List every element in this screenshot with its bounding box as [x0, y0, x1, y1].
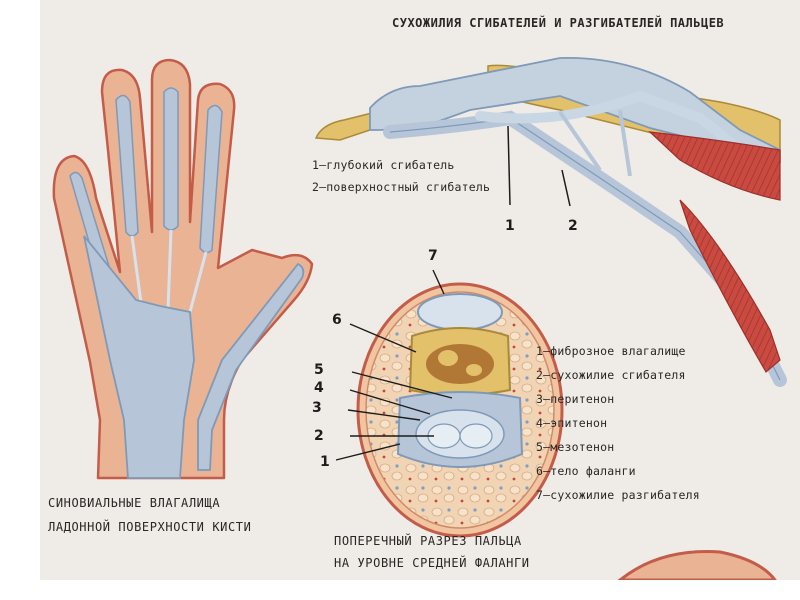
extensor-muscle	[648, 131, 781, 201]
section-number-2: 2	[314, 428, 324, 444]
finger-legend-2: 2—поверхностный сгибатель	[312, 180, 491, 194]
cross-pointer-7	[432, 269, 445, 295]
section-legend-4: 4—эпитенон	[536, 416, 608, 430]
section-caption-line-2: НА УРОВНЕ СРЕДНЕЙ ФАЛАНГИ	[334, 556, 530, 570]
hand-caption-line-2: ЛАДОННОЙ ПОВЕРХНОСТИ КИСТИ	[48, 520, 252, 534]
cross-extensor-tendon	[417, 293, 503, 331]
illustration-canvas	[52, 57, 787, 580]
cross-section-illustration	[335, 269, 564, 538]
cut-off-illustration	[617, 550, 777, 580]
section-number-6: 6	[332, 312, 342, 328]
cross-pointer-4	[349, 389, 431, 415]
cross-pointer-3	[347, 409, 421, 421]
finger-number-1: 1	[505, 218, 515, 234]
section-legend-1: 1—фиброзное влагалище	[536, 344, 686, 358]
finger-number-2: 2	[568, 218, 578, 234]
poster-title: СУХОЖИЛИЯ СГИБАТЕЛЕЙ И РАЗГИБАТЕЛЕЙ ПАЛЬ…	[392, 16, 725, 30]
cross-pointer-5	[351, 371, 453, 399]
section-legend-6: 6—тело фаланги	[536, 464, 636, 478]
anatomy-poster: СУХОЖИЛИЯ СГИБАТЕЛЕЙ И РАЗГИБАТЕЛЕЙ ПАЛЬ…	[40, 0, 800, 580]
hand-illustration	[52, 58, 314, 480]
finger-pointer-2	[561, 169, 571, 207]
cross-pointer-6	[349, 323, 417, 353]
thumb-sheath	[197, 262, 305, 471]
flexor-muscle	[679, 199, 781, 373]
palmar-sheath	[83, 235, 195, 479]
middle-sheath	[163, 87, 179, 231]
section-number-7: 7	[428, 248, 438, 264]
hand-caption-line-1: СИНОВИАЛЬНЫЕ ВЛАГАЛИЩА	[48, 496, 221, 510]
section-number-4: 4	[314, 380, 324, 396]
finger-illustration	[314, 57, 787, 387]
ring-sheath	[199, 104, 223, 254]
section-legend-3: 3—перитенон	[536, 392, 615, 406]
finger-pointer-1	[507, 125, 511, 206]
section-caption-line-1: ПОПЕРЕЧНЫЙ РАЗРЕЗ ПАЛЬЦА	[334, 534, 522, 548]
section-number-3: 3	[312, 400, 322, 416]
cross-pointer-1	[335, 443, 401, 461]
distal-phalanx	[314, 111, 377, 141]
section-legend-5: 5—мезотенон	[536, 440, 615, 454]
finger-legend-1: 1—глубокий сгибатель	[312, 158, 455, 172]
section-number-5: 5	[314, 362, 324, 378]
section-legend-7: 7—сухожилие разгибателя	[536, 488, 700, 502]
index-sheath	[115, 94, 139, 237]
section-number-1: 1	[320, 454, 330, 470]
section-legend-2: 2—сухожилие сгибателя	[536, 368, 686, 382]
superficial-flexor-tendon	[475, 90, 745, 155]
